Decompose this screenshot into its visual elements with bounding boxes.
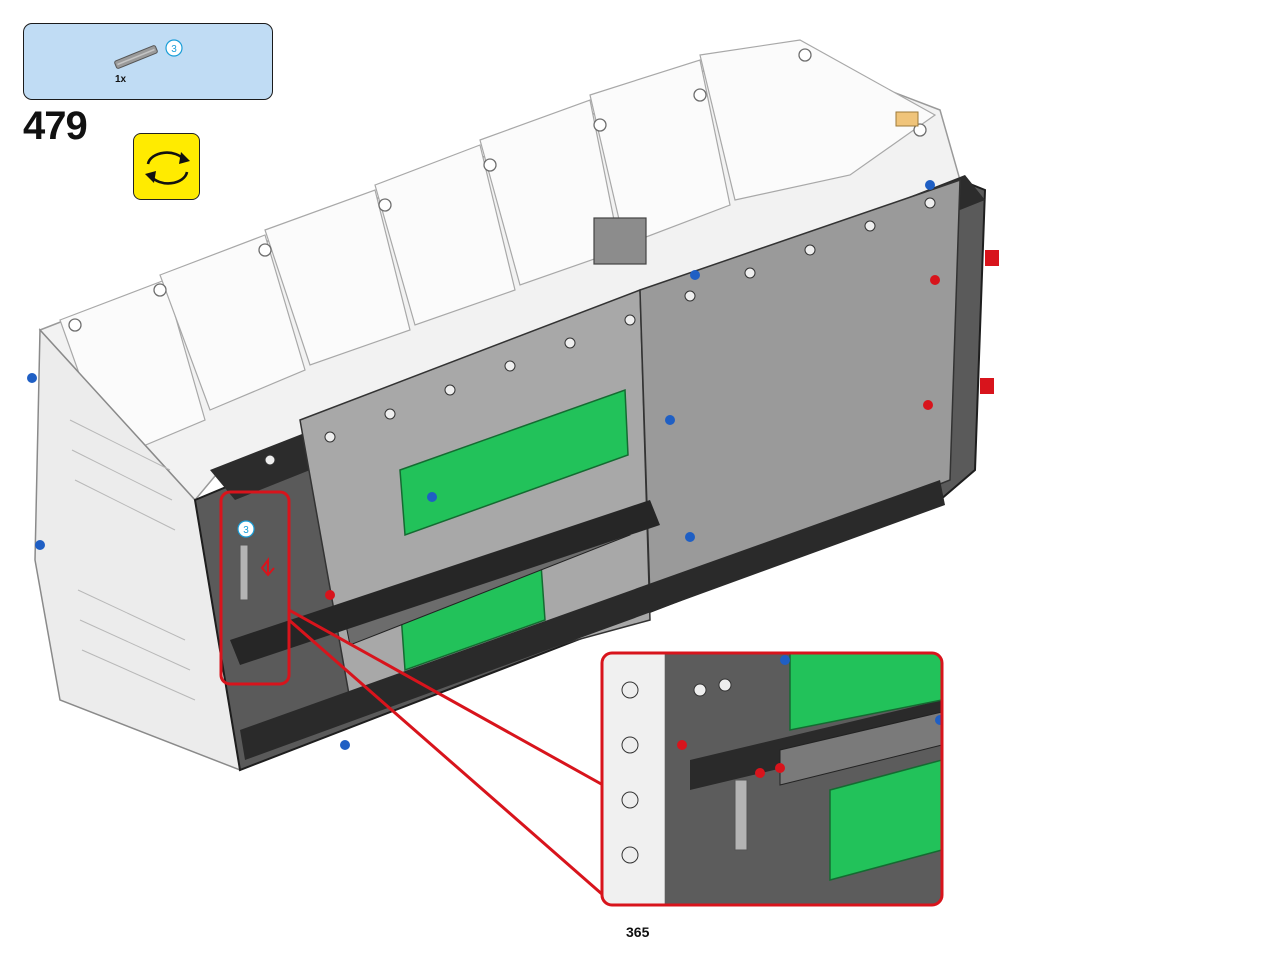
axle-length-badge — [237, 520, 255, 538]
front-beam-holes — [264, 197, 936, 466]
step-number: 479 — [23, 104, 88, 148]
page-number: 365 — [626, 924, 650, 940]
middle-black-beam — [230, 500, 660, 665]
zoom-connector — [288, 618, 604, 897]
blue-pin — [27, 373, 37, 383]
highlight-box — [219, 490, 291, 686]
blue-axle-pins — [340, 180, 935, 750]
parts-callout: 3 1x — [23, 23, 273, 100]
left-white-face — [34, 328, 241, 772]
rotate-model-icon — [133, 133, 200, 200]
left-face-ridges — [69, 419, 196, 701]
grey-panel-right — [639, 178, 961, 602]
zoom-inset — [600, 651, 944, 907]
grey-bracket — [593, 217, 647, 265]
technic-axle-icon: 3 — [114, 39, 183, 69]
axle-length-label: 3 — [171, 44, 177, 55]
lower-black-beam — [240, 480, 945, 760]
zoom-connector — [288, 608, 604, 787]
axle-length-badge — [165, 39, 183, 57]
callout-axle-length: 3 — [243, 525, 249, 536]
blue-pin — [35, 540, 45, 550]
insert-arrow — [260, 557, 275, 577]
red-pins — [325, 250, 999, 600]
top-beam-holes — [68, 48, 927, 332]
tan-connector — [895, 111, 919, 127]
green-panel-upper — [399, 388, 629, 537]
part-quantity: 1x — [115, 74, 127, 85]
axle-inserted — [239, 544, 249, 601]
